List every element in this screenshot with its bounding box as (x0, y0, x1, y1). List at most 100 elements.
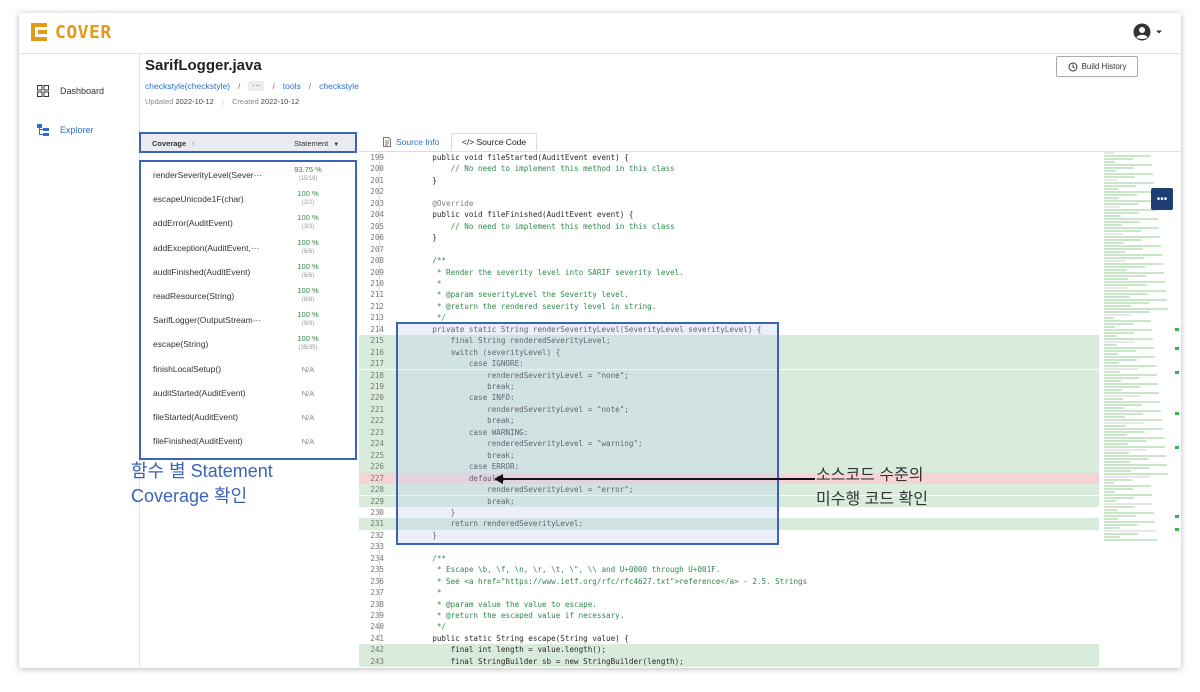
minimap-line (1104, 245, 1161, 247)
annotation-left-line: 함수 별 Statement (131, 461, 273, 481)
coverage-fraction: (8/8) (301, 297, 315, 303)
minimap-line (1104, 359, 1137, 361)
minimap-line (1104, 401, 1160, 403)
line-number: 240 (370, 622, 384, 632)
code-line: 208 /** (359, 255, 1099, 266)
coverage-row[interactable]: fileStarted(AuditEvent)N/A (153, 406, 353, 430)
line-text: @Override (414, 198, 474, 208)
code-line: 217 case IGNORE: (359, 358, 1099, 370)
minimap-line (1104, 347, 1154, 349)
minimap-line (1104, 179, 1117, 181)
minimap-line (1104, 287, 1129, 289)
minimap-line (1104, 413, 1143, 415)
logo[interactable]: COVER (29, 21, 112, 43)
minimap-line (1104, 476, 1150, 478)
minimap-line (1104, 395, 1141, 397)
coverage-percent: N/A (301, 388, 315, 398)
top-bar: COVER (19, 13, 1181, 54)
minimap-line (1104, 221, 1140, 223)
code-minimap[interactable] (1104, 152, 1174, 552)
line-number: 223 (370, 427, 384, 437)
minimap-line (1104, 152, 1114, 154)
minimap-line (1104, 272, 1164, 274)
build-history-button[interactable]: Build History (1056, 56, 1138, 77)
coverage-function-list: renderSeverityLevel(Sever···93.75 %(15/1… (139, 160, 357, 460)
tab-source-info[interactable]: Source Info (383, 133, 439, 151)
coverage-percent: N/A (301, 413, 315, 422)
build-history-label: Build History (1081, 62, 1127, 71)
coverage-row[interactable]: auditFinished(AuditEvent)100 %(6/6) (153, 261, 353, 285)
more-options-button[interactable]: ••• (1151, 188, 1173, 210)
sidebar-item-explorer[interactable]: Explorer (37, 124, 94, 136)
coverage-sort[interactable]: Coverage ↑ (152, 139, 195, 148)
minimap-line (1104, 443, 1128, 445)
line-text: * @param severityLevel the Severity leve… (414, 290, 629, 300)
minimap-line (1104, 503, 1153, 505)
minimap-line (1104, 341, 1135, 343)
line-number: 220 (370, 393, 384, 403)
line-number: 204 (370, 210, 384, 220)
coverage-row[interactable]: addError(AuditEvent)100 %(3/3) (153, 212, 353, 236)
code-line: 230 } (359, 507, 1099, 518)
minimap-line (1104, 170, 1116, 172)
code-line: 232 } (359, 530, 1099, 541)
minimap-line (1104, 488, 1133, 490)
minimap-line (1104, 482, 1114, 484)
breadcrumb-collapsed[interactable]: ··· (248, 81, 265, 91)
coverage-type-dropdown[interactable]: Statement ▼ (294, 139, 339, 148)
tab-source-code[interactable]: </> Source Code (451, 133, 537, 151)
minimap-line (1104, 302, 1149, 304)
ellipsis-icon: ••• (1156, 193, 1168, 205)
coverage-row[interactable]: escapeUnicode1F(char)100 %(2/2) (153, 188, 353, 212)
minimap-line (1104, 293, 1148, 295)
code-line: 226 case ERROR: (359, 461, 1099, 473)
line-number: 234 (370, 553, 384, 563)
code-line: 216 switch (severityLevel) { (359, 346, 1099, 359)
minimap-line (1104, 365, 1156, 367)
line-text: */ (414, 622, 447, 632)
line-number: 216 (370, 347, 384, 357)
coverage-row[interactable]: addException(AuditEvent,···100 %(6/6) (153, 237, 353, 261)
coverage-row[interactable]: SarifLogger(OutputStream···100 %(9/9) (153, 309, 353, 333)
breadcrumb-item-project[interactable]: checkstyle(checkstyle) (145, 81, 231, 91)
minimap-line (1104, 236, 1160, 238)
minimap-line (1104, 434, 1127, 436)
coverage-row[interactable]: auditStarted(AuditEvent)N/A (153, 382, 353, 406)
minimap-line (1104, 200, 1156, 202)
code-line: 201 } (359, 175, 1099, 186)
minimap-line (1104, 428, 1163, 430)
breadcrumb-item-checkstyle[interactable]: checkstyle (319, 81, 359, 91)
code-line: 221 renderedSeverityLevel = "note"; (359, 403, 1099, 416)
line-text: public static String escape(String value… (414, 633, 629, 643)
coverage-row[interactable]: escape(String)100 %(35/35) (153, 333, 353, 357)
code-line: 237 * (359, 587, 1099, 598)
minimap-line (1104, 419, 1162, 421)
minimap-line (1104, 494, 1152, 496)
function-name: SarifLogger(OutputStream··· (153, 315, 262, 326)
coverage-row[interactable]: fileFinished(AuditEvent)N/A (153, 430, 353, 454)
minimap-line (1104, 206, 1120, 208)
coverage-row[interactable]: renderSeverityLevel(Sever···93.75 %(15/1… (153, 164, 353, 188)
line-text: case INFO: (414, 393, 515, 403)
coverage-sort-label: Coverage (152, 139, 187, 148)
minimap-line (1104, 536, 1120, 538)
minimap-line (1104, 278, 1128, 280)
code-line: 212 * @return the rendered severity leve… (359, 301, 1099, 312)
minimap-line (1104, 521, 1155, 523)
chevron-down-icon (1156, 30, 1162, 34)
code-line: 210 * (359, 278, 1099, 289)
breadcrumb-separator: / (272, 81, 275, 91)
minimap-line (1104, 218, 1158, 220)
line-text: renderedSeverityLevel = "none"; (414, 370, 629, 380)
code-line: 238 * @param value the value to escape. (359, 599, 1099, 610)
line-text: break; (414, 450, 515, 460)
minimap-line (1104, 518, 1118, 520)
user-menu[interactable] (1133, 23, 1163, 41)
coverage-row[interactable]: finishLocalSetup()N/A (153, 358, 353, 382)
minimap-line (1104, 350, 1136, 352)
coverage-row[interactable]: readResource(String)100 %(8/8) (153, 285, 353, 309)
tab-label: </> Source Code (461, 137, 527, 147)
sidebar-item-dashboard[interactable]: Dashboard (37, 85, 104, 97)
breadcrumb-item-tools[interactable]: tools (282, 81, 301, 91)
coverage-fraction: (15/16) (298, 176, 318, 182)
